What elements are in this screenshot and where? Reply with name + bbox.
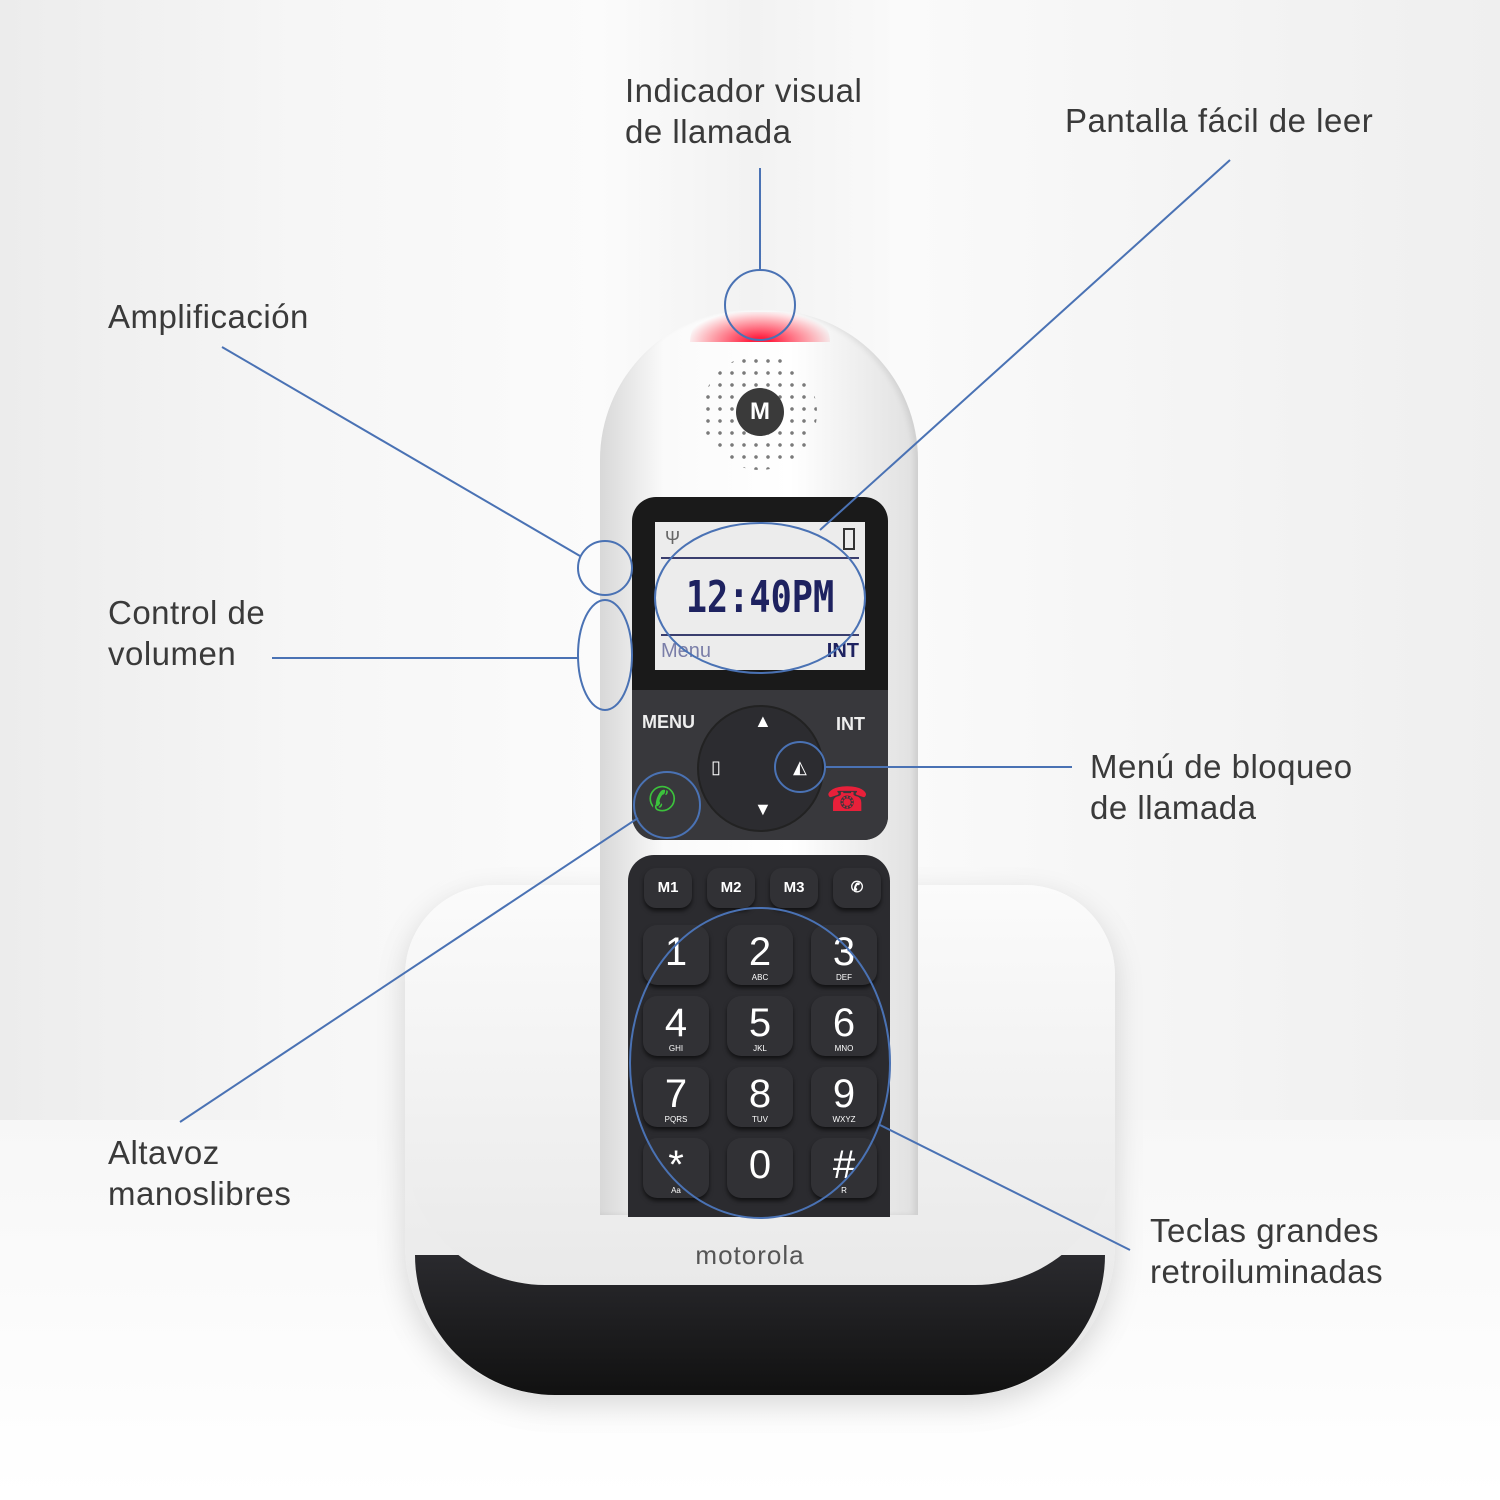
screen-callout-ellipse	[654, 522, 866, 674]
key-digit: 3	[832, 930, 856, 974]
call-indicator-led	[690, 312, 830, 342]
key-letters: MNO	[834, 1044, 854, 1053]
indicator-callout-circle	[724, 269, 796, 341]
int-button[interactable]: INT	[836, 714, 865, 734]
motorola-logo-icon: M	[736, 388, 784, 436]
screen-leader	[819, 159, 1231, 531]
lcd-softkey-right: INT	[826, 640, 859, 662]
lcd-divider	[661, 557, 859, 559]
battery-icon	[843, 528, 855, 550]
key-digit: 7	[664, 1072, 688, 1116]
end-call-power-button[interactable]: ☎	[826, 781, 869, 819]
keypad-key[interactable]: *Aa	[643, 1138, 709, 1198]
key-digit: 2	[748, 930, 772, 974]
key-digit: 6	[832, 1001, 856, 1045]
amplification-leader	[221, 346, 581, 557]
keys-callout-ellipse	[629, 907, 891, 1219]
brand-logo: motorola	[695, 1240, 805, 1270]
key-letters: WXYZ	[832, 1115, 856, 1124]
speaker-callout-circle	[633, 771, 701, 839]
key-letters: ABC	[751, 973, 769, 982]
call-block-icon[interactable]: ◭	[793, 757, 807, 777]
key-letters: Aa	[671, 1186, 681, 1195]
label-screen: Pantalla fácil de leer	[1065, 102, 1374, 139]
lcd-screen: Ψ 12:40PM Menu INT	[655, 522, 865, 670]
key-letters: PQRS	[664, 1115, 688, 1124]
key-letters: DEF	[836, 973, 852, 982]
lcd-time: 12:40PM	[685, 572, 835, 623]
block-menu-callout-circle	[774, 741, 826, 793]
signal-icon: Ψ	[665, 528, 681, 548]
lcd-divider	[661, 634, 859, 636]
memory-key[interactable]: M1	[644, 868, 692, 908]
key-letters: R	[841, 1186, 847, 1195]
key-digit: 0	[748, 1143, 772, 1187]
key-digit: *	[668, 1143, 684, 1187]
nav-up-icon[interactable]: ▲	[754, 711, 772, 731]
memory-key[interactable]: M3	[770, 868, 818, 908]
key-letters: JKL	[753, 1044, 767, 1053]
menu-button[interactable]: MENU	[642, 712, 695, 732]
amplification-callout-circle	[577, 540, 633, 596]
memory-key[interactable]: M2	[707, 868, 755, 908]
key-digit: 5	[748, 1001, 772, 1045]
keys-leader	[879, 1124, 1131, 1251]
volume-callout-ellipse	[577, 599, 633, 711]
key-digit: 8	[748, 1072, 772, 1116]
key-digit: 1	[664, 930, 688, 974]
key-letters: TUV	[752, 1115, 768, 1124]
nav-down-icon[interactable]: ▼	[754, 799, 772, 819]
memory-key[interactable]: ✆	[833, 868, 881, 908]
speakerphone-call-button[interactable]: ✆	[648, 781, 677, 819]
phonebook-icon[interactable]: ▯	[711, 757, 721, 777]
key-letters: GHI	[668, 1044, 684, 1053]
navigation-pad[interactable]: ▲ ▼ ▯ ◭	[697, 705, 824, 832]
label-amplification: Amplificación	[108, 298, 309, 335]
key-digit: 4	[664, 1001, 688, 1045]
key-digit: 9	[832, 1072, 856, 1116]
speaker-leader	[179, 817, 639, 1123]
keypad-key[interactable]: 0	[727, 1138, 793, 1198]
